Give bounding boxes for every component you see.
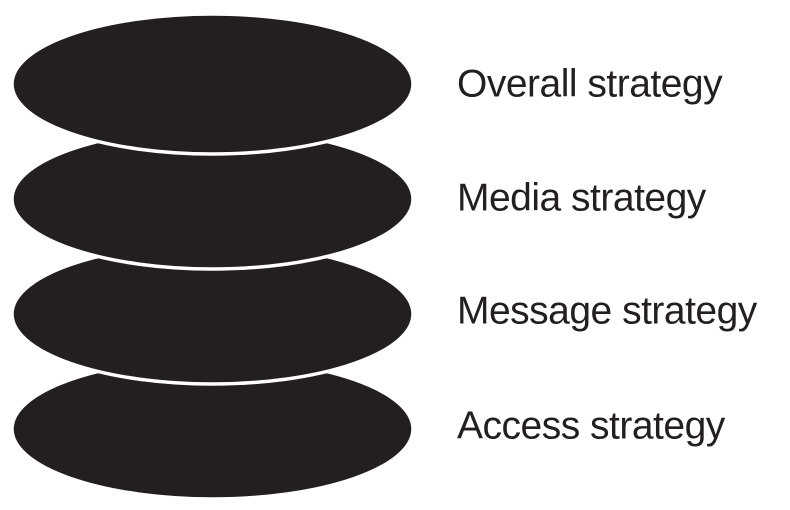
layer-label-message: Message strategy [457,289,757,333]
layer-ellipse-overall [10,12,415,156]
layer-label-access: Access strategy [457,404,725,448]
layer-label-overall: Overall strategy [457,62,723,106]
layer-label-media: Media strategy [457,176,706,220]
